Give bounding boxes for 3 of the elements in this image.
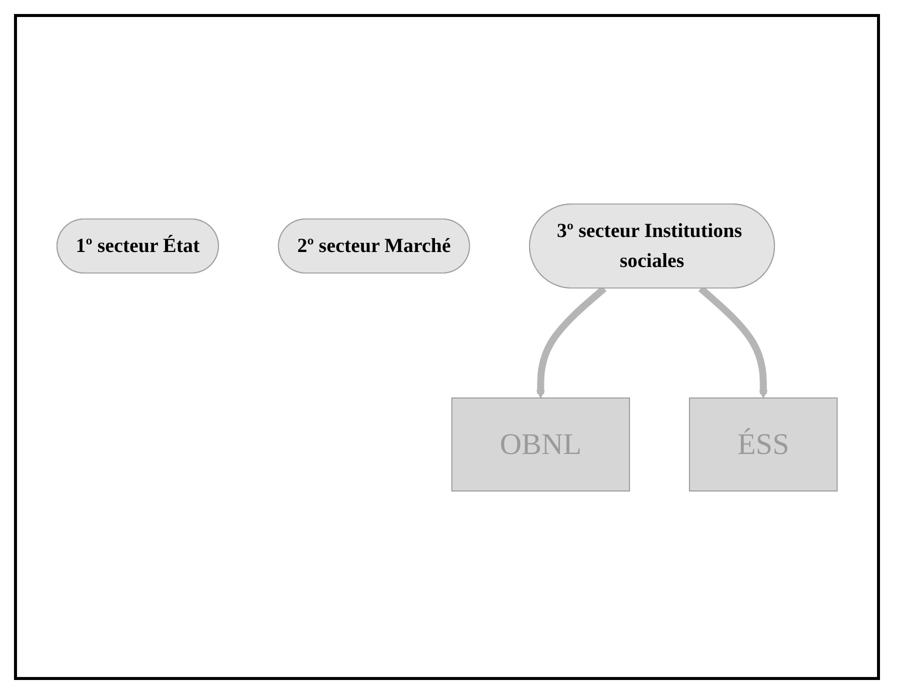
frame-border: 1º secteur État 2º secteur Marché 3º secteur Institutions sociales OBNL ÉSS: [14, 14, 880, 680]
node-box: [451, 397, 630, 491]
node-box: [688, 397, 838, 491]
